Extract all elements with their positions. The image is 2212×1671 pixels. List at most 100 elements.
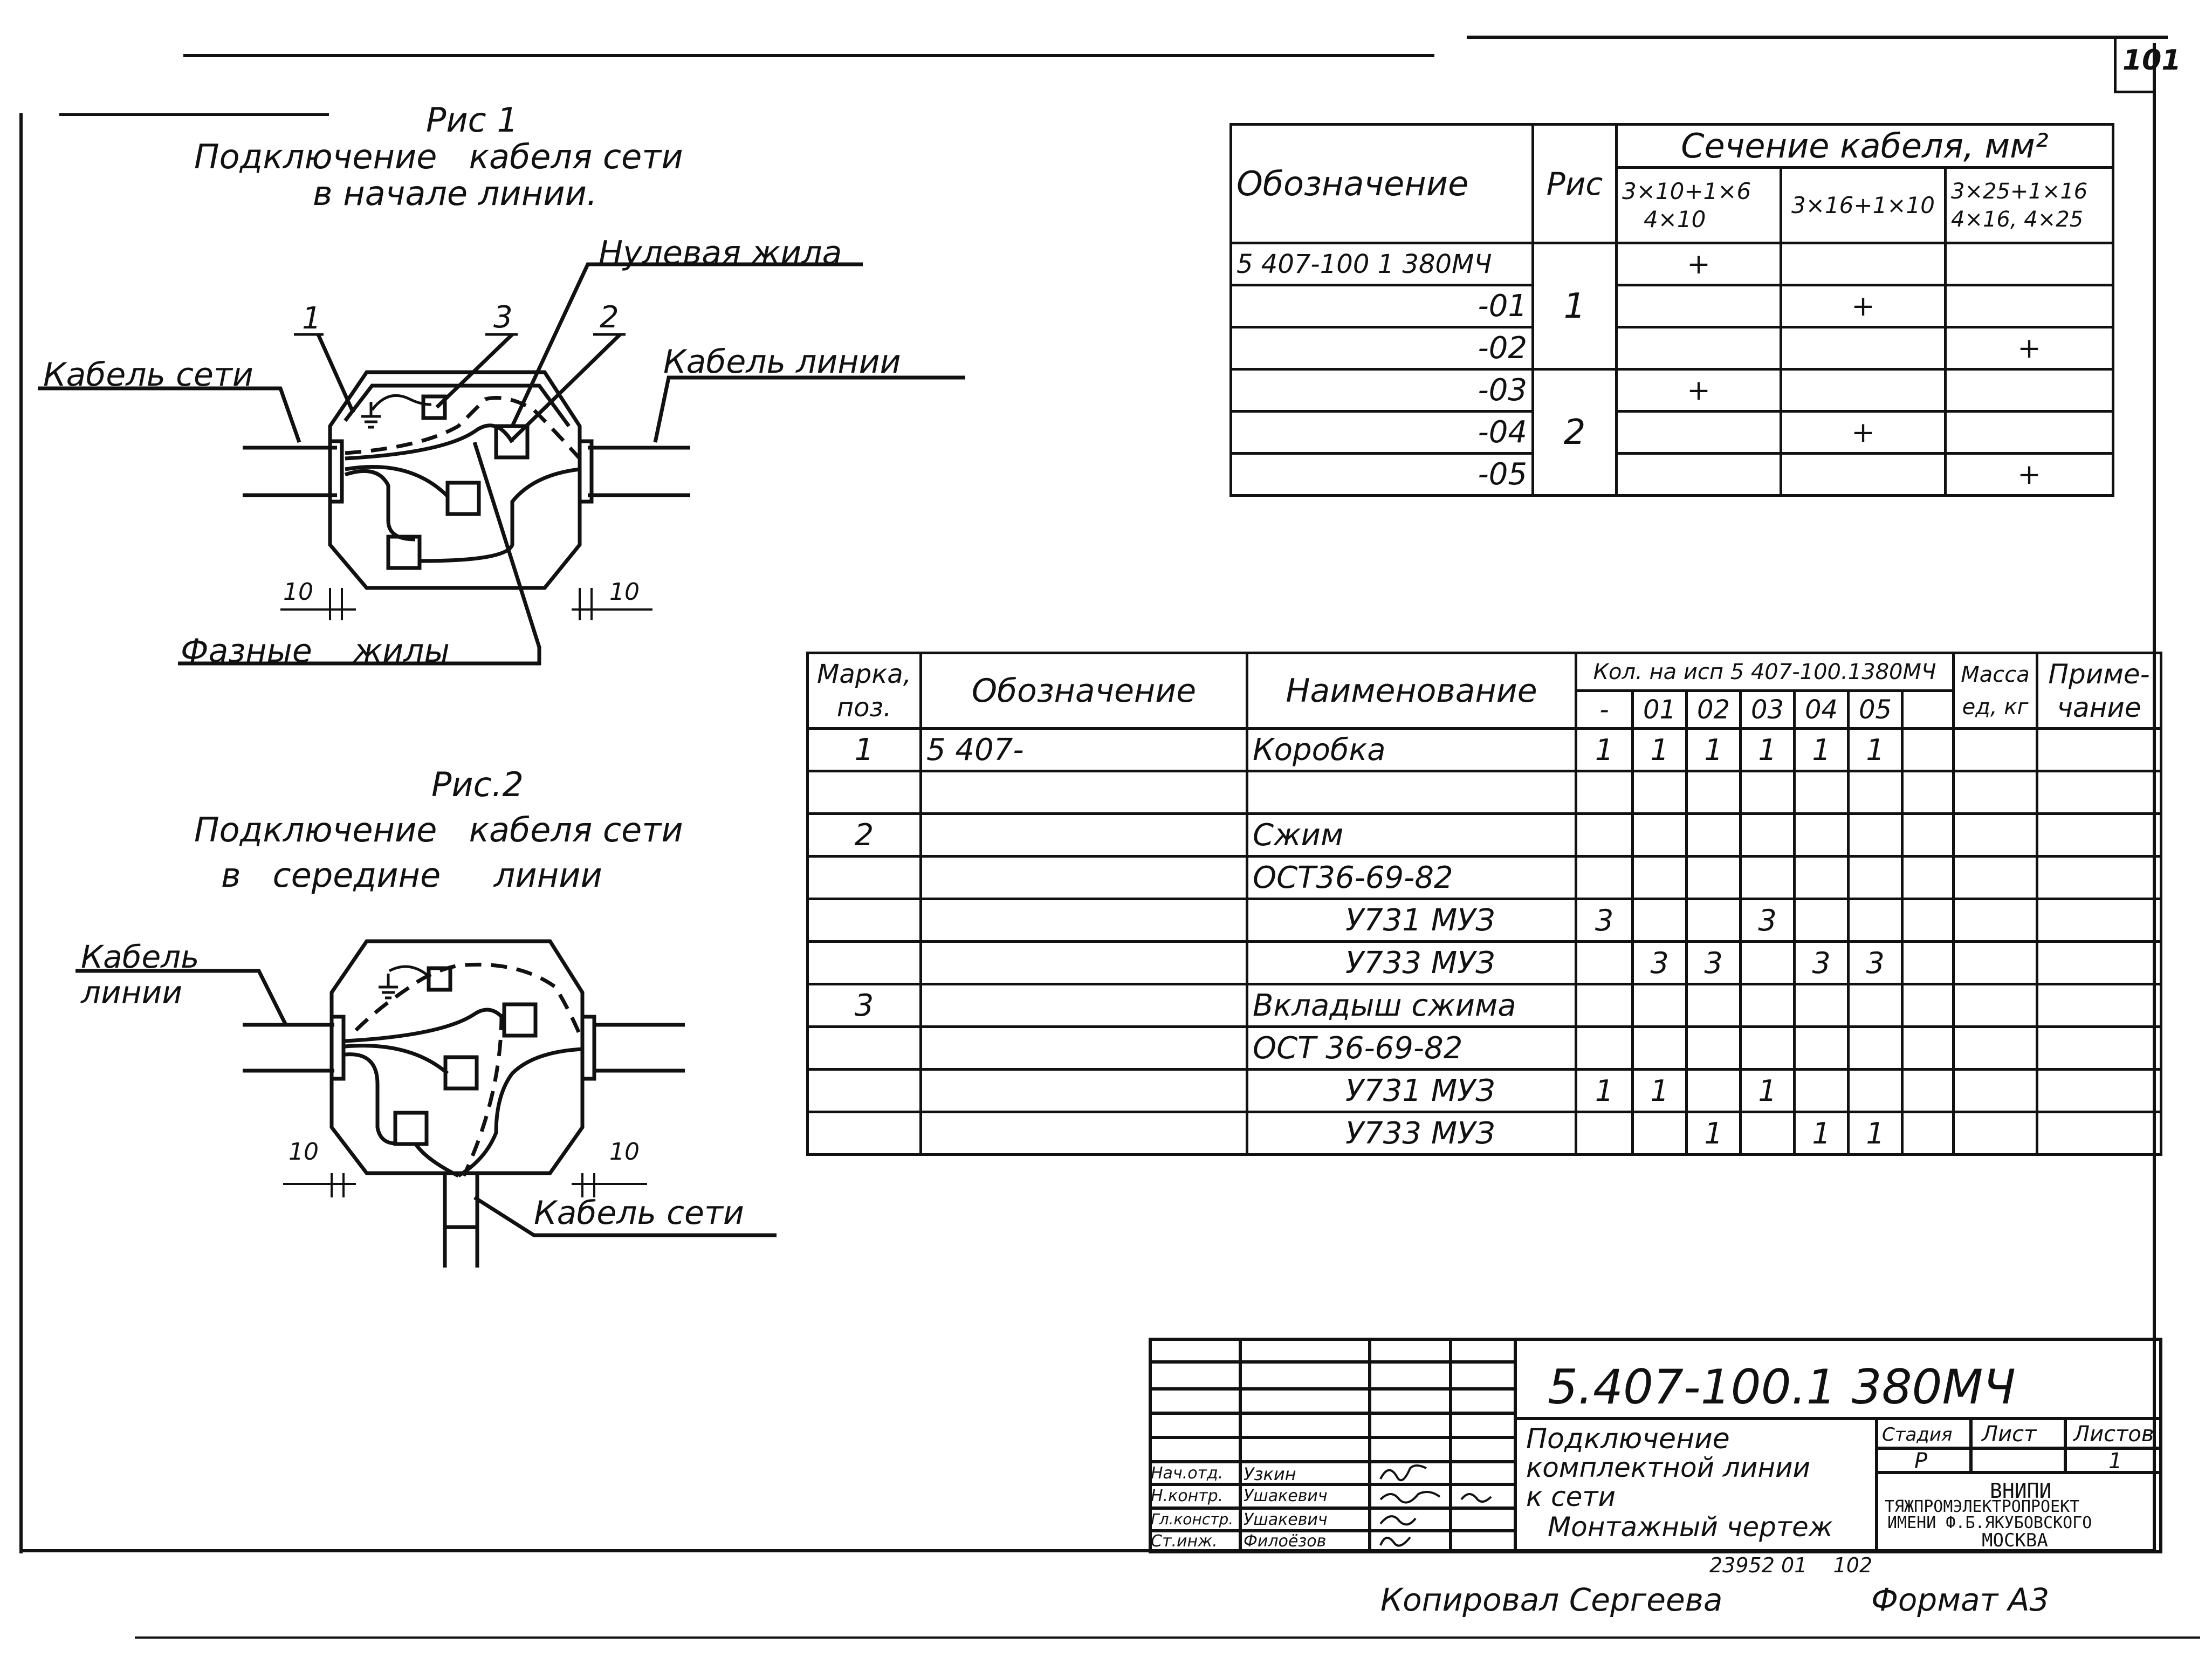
variants-cell: + bbox=[1615, 242, 1782, 286]
variants-cell bbox=[1615, 326, 1782, 371]
signer-name: Ушакевич bbox=[1244, 1510, 1328, 1529]
spec-cell-qty: 1 bbox=[1685, 1111, 1742, 1156]
spec-cell-qty bbox=[1631, 770, 1688, 815]
spec-cell-qty bbox=[1793, 855, 1850, 900]
spec-cell-note bbox=[2036, 1025, 2163, 1071]
spec-cell-qty bbox=[1575, 855, 1634, 900]
spec-cell-empty bbox=[1900, 940, 1955, 985]
variants-cell bbox=[1944, 410, 2114, 455]
fig1-dim-right: 10 bbox=[609, 578, 640, 606]
spec-cell-note bbox=[2036, 898, 2163, 943]
spec-cell-mark: 1 bbox=[806, 727, 922, 772]
spec-cell-mass bbox=[1952, 727, 2039, 772]
spec-cell-name: У731 МУЗ bbox=[1246, 898, 1577, 943]
frame-left-line bbox=[19, 113, 23, 1553]
spec-cell-name: У731 МУЗ bbox=[1246, 1068, 1577, 1113]
spec-cell-qty bbox=[1631, 983, 1688, 1028]
variants-cell bbox=[1615, 410, 1782, 455]
variants-row-designation: -02 bbox=[1229, 326, 1534, 371]
spec-cell-qty: 1 bbox=[1793, 727, 1850, 772]
spec-cell-qty: 1 bbox=[1847, 1111, 1904, 1156]
spec-cell-qty bbox=[1847, 898, 1904, 943]
spec-cell-mark bbox=[806, 855, 922, 900]
spec-variant-header: - bbox=[1575, 689, 1634, 730]
spec-cell-qty: 1 bbox=[1575, 1068, 1634, 1113]
spec-variant-header: 01 bbox=[1631, 689, 1688, 730]
spec-cell-note bbox=[2036, 727, 2163, 772]
spec-cell-qty bbox=[1685, 770, 1742, 815]
fig1-dim-left: 10 bbox=[283, 578, 313, 606]
title-block-sheets: 1 bbox=[2108, 1449, 2122, 1474]
title-block-title-1: Подключение bbox=[1526, 1423, 1730, 1455]
variants-cell bbox=[1780, 368, 1947, 413]
spec-cell-qty: 1 bbox=[1575, 727, 1634, 772]
spec-cell-qty bbox=[1793, 1068, 1850, 1113]
spec-cell-qty bbox=[1793, 770, 1850, 815]
variants-header-section-1a: 3×10+1×6 bbox=[1622, 177, 1751, 204]
variants-cell bbox=[1944, 242, 2114, 286]
spec-cell-qty bbox=[1685, 983, 1742, 1028]
title-block-grid bbox=[1149, 1338, 2162, 1553]
variants-table: Обозначение Рис Сечение кабеля, мм² 3×10… bbox=[1229, 123, 2114, 497]
spec-cell-qty bbox=[1847, 1025, 1904, 1071]
spec-cell-qty: 3 bbox=[1685, 940, 1742, 985]
spec-cell-qty: 1 bbox=[1793, 1111, 1850, 1156]
spec-cell-name: Сжим bbox=[1246, 812, 1577, 858]
spec-variant-header-empty bbox=[1900, 689, 1955, 730]
variants-header-section-3a: 3×25+1×16 bbox=[1951, 179, 2088, 204]
spec-cell-note bbox=[2036, 855, 2163, 900]
fig1-label-line-cable: Кабель линии bbox=[663, 343, 901, 381]
spec-cell-qty bbox=[1847, 770, 1904, 815]
spec-cell-empty bbox=[1900, 1025, 1955, 1071]
signer-role: Гл.констр. bbox=[1151, 1510, 1234, 1528]
sheet-number-box-left bbox=[2114, 38, 2117, 92]
spec-header-name: Наименование bbox=[1246, 652, 1577, 730]
spec-cell-qty: 3 bbox=[1793, 940, 1850, 985]
variants-cell bbox=[1780, 452, 1947, 497]
frame-top-left-stub bbox=[59, 113, 329, 116]
spec-cell-qty bbox=[1575, 940, 1634, 985]
variants-cell: + bbox=[1780, 284, 1947, 328]
variants-row-designation: -04 bbox=[1229, 410, 1534, 455]
spec-cell-mark: 3 bbox=[806, 983, 922, 1028]
title-block-code: 5.407-100.1 380МЧ bbox=[1548, 1359, 2016, 1415]
fig2-label-line-cable-1: Кабель bbox=[81, 939, 200, 975]
spec-cell-mass bbox=[1952, 940, 2039, 985]
spec-cell-qty: 3 bbox=[1631, 940, 1688, 985]
spec-cell-qty bbox=[1739, 983, 1796, 1028]
fig2-caption-line1: Подключение кабеля сети bbox=[194, 810, 683, 850]
variants-header-section: Сечение кабеля, мм² bbox=[1615, 123, 2114, 169]
spec-table: Марка, поз. Обозначение Наименование Кол… bbox=[806, 652, 2163, 1156]
spec-cell-qty bbox=[1793, 1025, 1850, 1071]
spec-cell-empty bbox=[1900, 1111, 1955, 1156]
signer-name: Филоёзов bbox=[1244, 1532, 1327, 1551]
variants-cell: + bbox=[1615, 368, 1782, 413]
spec-cell-mark: 2 bbox=[806, 812, 922, 858]
spec-cell-qty bbox=[1847, 983, 1904, 1028]
variants-header-section-1b: 4×10 bbox=[1644, 206, 1706, 232]
sheet-number: 101 bbox=[2122, 44, 2181, 77]
spec-cell-designation bbox=[919, 855, 1248, 900]
spec-cell-qty: 1 bbox=[1685, 727, 1742, 772]
spec-cell-designation bbox=[919, 983, 1248, 1028]
fig1-caption-line1: Подключение кабеля сети bbox=[194, 137, 683, 176]
spec-cell-qty: 3 bbox=[1739, 898, 1796, 943]
spec-cell-designation bbox=[919, 770, 1248, 815]
spec-cell-mass bbox=[1952, 1111, 2039, 1156]
spec-cell-qty bbox=[1793, 812, 1850, 858]
spec-cell-empty bbox=[1900, 727, 1955, 772]
spec-cell-qty bbox=[1847, 1068, 1904, 1113]
spec-cell-qty bbox=[1575, 1025, 1634, 1071]
signer-name: Ушакевич bbox=[1244, 1487, 1328, 1505]
spec-cell-name: У733 МУЗ bbox=[1246, 940, 1577, 985]
spec-cell-mark bbox=[806, 898, 922, 943]
fig1-pos1: 1 bbox=[302, 301, 321, 336]
spec-cell-note bbox=[2036, 940, 2163, 985]
spec-cell-qty bbox=[1575, 983, 1634, 1028]
footer-copied: Копировал Сергеева bbox=[1380, 1581, 1723, 1618]
